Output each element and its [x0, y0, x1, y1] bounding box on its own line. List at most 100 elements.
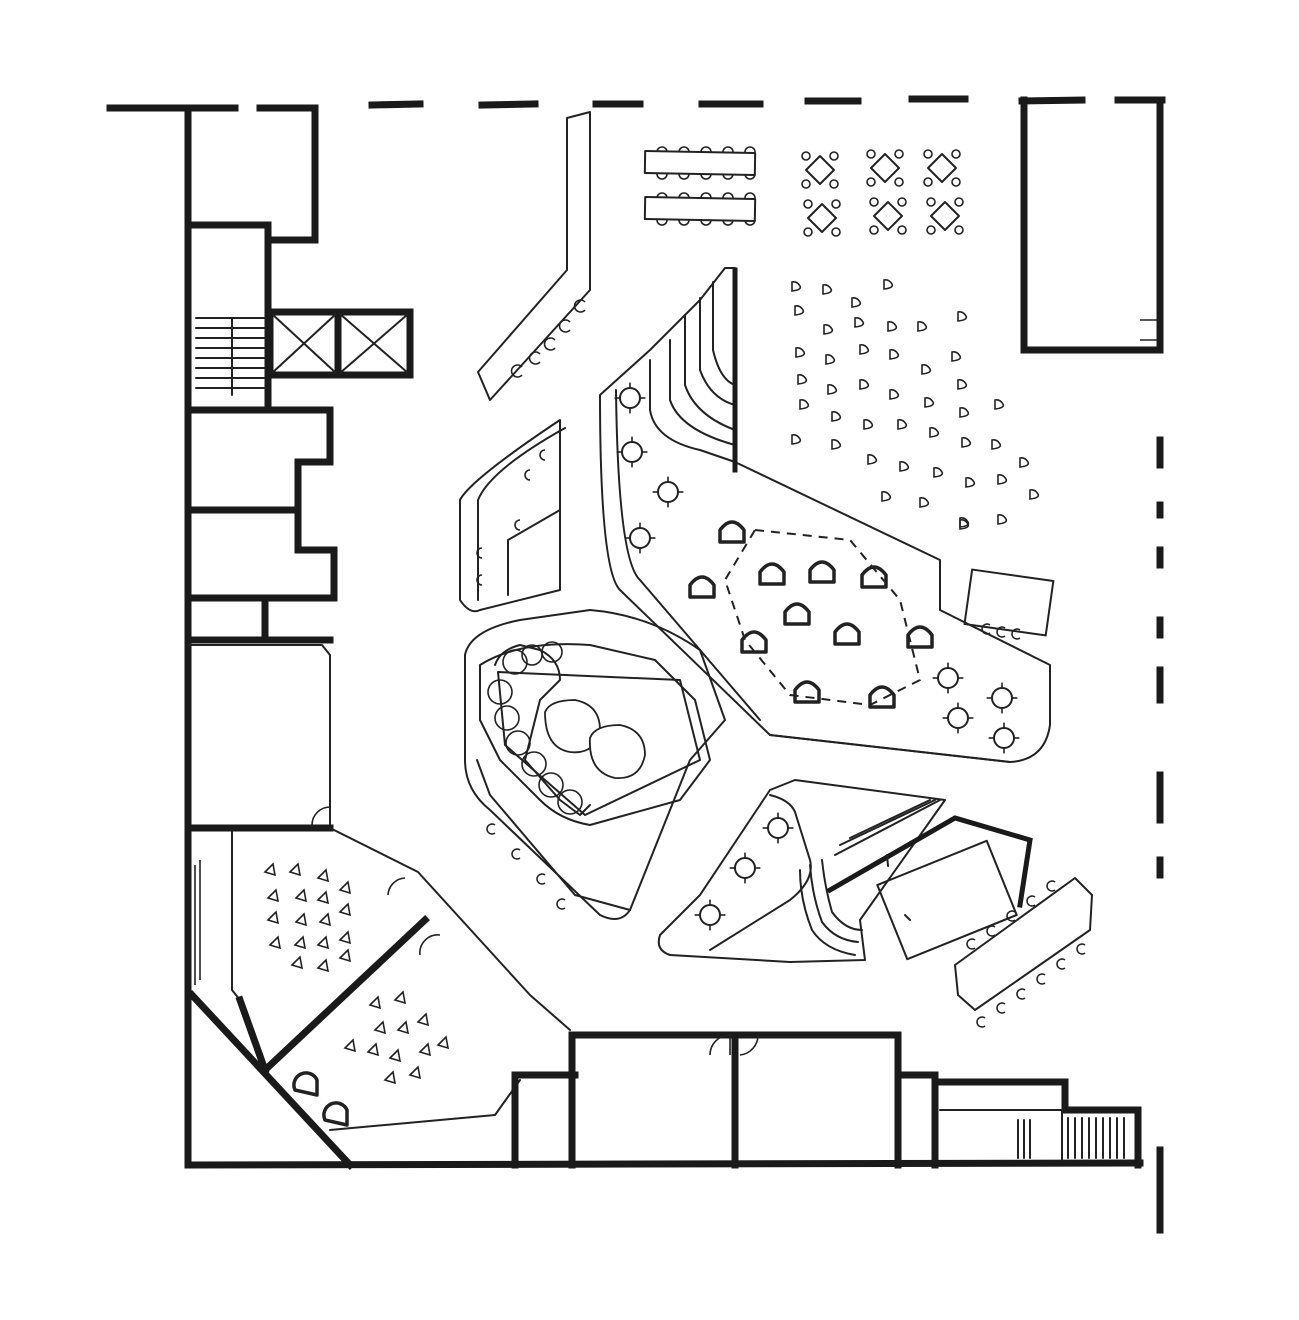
seat: [825, 354, 836, 365]
table-top: [699, 904, 721, 926]
top-right-room: [1020, 96, 1164, 354]
seat: [867, 454, 878, 465]
chair: [700, 173, 712, 180]
table-top: [930, 201, 960, 231]
stair-left: [195, 317, 265, 396]
table-top: [993, 727, 1015, 749]
chair: [688, 575, 716, 599]
seat: [791, 434, 802, 445]
seat: [293, 935, 307, 950]
chair: [801, 151, 811, 161]
table-top: [805, 155, 835, 185]
chair: [722, 192, 734, 199]
seat: [957, 311, 968, 322]
workbench-table: [643, 146, 757, 180]
seat: [318, 912, 332, 927]
table-top: [629, 527, 651, 549]
chair: [656, 173, 668, 180]
chair: [954, 197, 964, 207]
table-top: [643, 150, 757, 176]
seat: [338, 930, 352, 945]
seat: [316, 890, 330, 905]
chair: [869, 225, 879, 235]
seat: [343, 1038, 357, 1053]
chair: [722, 173, 734, 180]
chair: [868, 685, 896, 709]
seat: [263, 862, 277, 877]
table-top: [767, 817, 789, 839]
chair: [866, 149, 876, 159]
table-top: [807, 203, 837, 233]
chair: [894, 177, 904, 187]
lounge-chairs: [688, 520, 934, 709]
seat: [794, 305, 805, 316]
table-top: [621, 441, 643, 463]
seat: [959, 407, 970, 418]
seat: [965, 477, 976, 488]
seat: [294, 888, 308, 903]
seat: [997, 474, 1008, 485]
classroom-seats: [263, 862, 450, 1085]
table-top: [734, 857, 756, 879]
round-table: [986, 682, 1018, 714]
cluster-tables: [801, 149, 964, 237]
round-table: [624, 522, 656, 554]
central-island-left-lobe: [459, 419, 566, 613]
seat: [929, 427, 940, 438]
chair: [803, 199, 813, 209]
chair: [744, 219, 756, 226]
chair: [700, 219, 712, 226]
seat: [863, 419, 874, 430]
chair: [951, 149, 961, 159]
seat: [823, 324, 834, 335]
chair: [793, 680, 821, 704]
seat: [933, 467, 944, 478]
cluster-table: [926, 197, 964, 235]
chair: [894, 149, 904, 159]
seat: [408, 1065, 422, 1080]
chair: [831, 227, 841, 237]
table-top: [947, 707, 969, 729]
seat: [338, 948, 352, 963]
chair: [718, 520, 746, 544]
seat: [889, 389, 900, 400]
workbench-tables: [643, 146, 757, 226]
seat: [957, 379, 968, 390]
chair: [678, 146, 690, 153]
seat: [959, 517, 970, 528]
seat: [366, 1042, 380, 1057]
cluster-table: [866, 149, 904, 187]
round-table: [932, 662, 964, 694]
chair: [951, 177, 961, 187]
chair: [678, 192, 690, 199]
chair: [954, 225, 964, 235]
left-service-core: [184, 104, 414, 644]
chair: [656, 219, 668, 226]
seat: [827, 384, 838, 395]
chair: [829, 179, 839, 189]
table-top: [643, 196, 757, 222]
round-table: [616, 436, 648, 468]
seat: [1019, 457, 1030, 468]
seat: [959, 519, 970, 530]
round-tables: [614, 382, 1020, 931]
round-table: [614, 382, 646, 414]
seat: [436, 1035, 450, 1050]
table-top: [937, 667, 959, 689]
discussion-zone-outline: [723, 528, 922, 707]
seat: [854, 317, 865, 328]
chair: [926, 197, 936, 207]
chair: [803, 227, 813, 237]
seat: [919, 497, 930, 508]
seat: [822, 284, 833, 295]
seat: [889, 349, 900, 360]
lower-right-island: [657, 779, 1033, 963]
chair: [831, 199, 841, 209]
chair: [897, 225, 907, 235]
chair: [740, 630, 768, 654]
chair: [866, 177, 876, 187]
seat: [290, 955, 304, 970]
seat: [831, 439, 842, 450]
chair: [897, 197, 907, 207]
